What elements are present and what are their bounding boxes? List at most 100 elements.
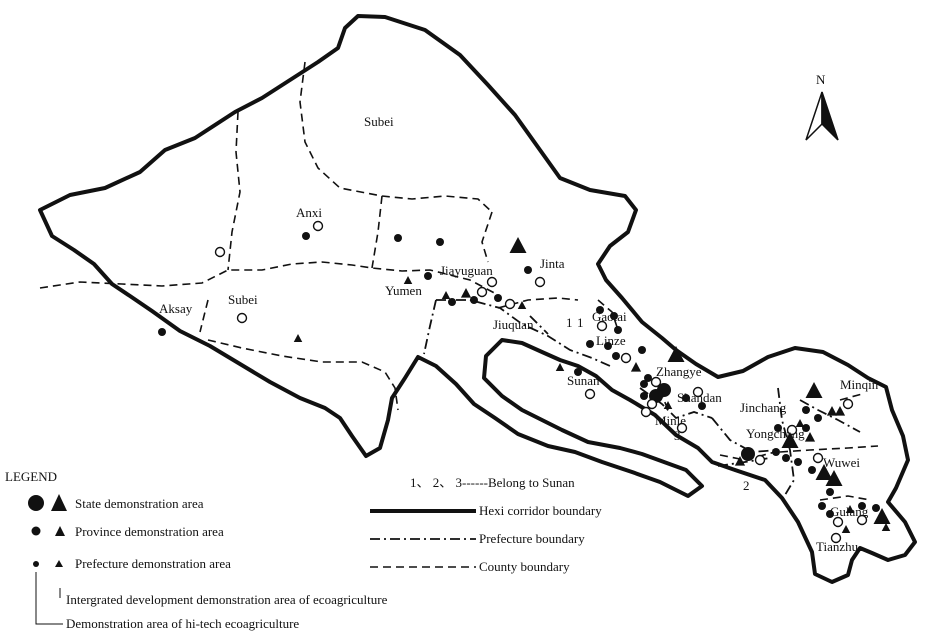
state-triangle-marker: [667, 346, 685, 362]
state-circle-marker: [741, 447, 755, 461]
label-aksay: Aksay: [159, 301, 193, 316]
province-circle-marker: [436, 238, 444, 246]
state-triangle-symbol: [51, 494, 67, 511]
province-circle-marker: [644, 374, 652, 382]
legend-province: Province demonstration area: [75, 524, 224, 539]
province-circle-marker: [858, 502, 866, 510]
region-number: 2: [743, 478, 750, 493]
province-circle-marker: [586, 340, 594, 348]
label-linze: Linze: [596, 333, 626, 348]
open-circle-marker: [754, 454, 766, 466]
prefecture-circle-symbol: [33, 561, 39, 567]
sunan-region-numbers: 1 1 2 3: [566, 315, 750, 493]
open-circle-marker: [676, 422, 688, 434]
province-circle-marker: [424, 272, 432, 280]
province-circle-marker: [638, 346, 646, 354]
province-circle-marker: [808, 466, 816, 474]
province-circle-marker: [640, 392, 648, 400]
region-number: 1: [577, 315, 584, 330]
province-triangle-marker: [804, 432, 816, 442]
province-circle-marker: [794, 458, 802, 466]
open-circle-marker: [786, 424, 798, 436]
demonstration-markers: [158, 220, 891, 544]
province-circle-marker: [524, 266, 532, 274]
province-circle-marker: [772, 448, 780, 456]
prefecture-triangle-marker: [845, 505, 855, 513]
province-circle-marker: [782, 454, 790, 462]
province-triangle-marker: [630, 362, 642, 372]
province-circle-marker: [682, 394, 690, 402]
legend-integrated: Intergrated development demonstration ar…: [66, 592, 388, 607]
open-circle-marker: [620, 352, 632, 364]
prefecture-triangle-marker: [555, 363, 565, 371]
province-triangle-marker: [834, 406, 846, 416]
north-arrow: N: [805, 72, 839, 141]
open-circle-marker: [312, 220, 324, 232]
open-circle-marker: [640, 406, 652, 418]
state-circle-symbol: [28, 495, 44, 511]
label-jiuquan: Jiuquan: [493, 317, 534, 332]
open-circle-marker: [486, 276, 498, 288]
legend-title: LEGEND: [5, 469, 57, 484]
province-circle-marker: [394, 234, 402, 242]
province-circle-marker: [698, 402, 706, 410]
province-circle-marker: [302, 232, 310, 240]
prefecture-triangle-marker: [441, 291, 451, 299]
label-sunan: Sunan: [567, 373, 600, 388]
label-wuwei: Wuwei: [823, 455, 860, 470]
province-circle-marker: [802, 424, 810, 432]
open-circle-marker: [236, 312, 248, 324]
legend-sunan-note: 1、 2、 3------Belong to Sunan: [410, 475, 575, 490]
hexi-corridor-boundary: [38, 14, 917, 584]
label-jinchang: Jinchang: [740, 400, 787, 415]
open-circle-marker: [214, 246, 226, 258]
open-circle-marker: [646, 398, 658, 410]
state-triangle-marker: [781, 432, 799, 448]
province-circle-marker: [470, 296, 478, 304]
province-circle-marker: [818, 502, 826, 510]
county-boundaries: [39, 61, 879, 501]
open-circle-marker: [856, 514, 868, 526]
label-tianzhu: Tianzhu: [816, 539, 859, 554]
province-triangle-symbol: [55, 526, 65, 536]
region-number: 1: [566, 315, 573, 330]
legend-prefecture-boundary: Prefecture boundary: [479, 531, 585, 546]
province-triangle-marker: [460, 288, 472, 298]
label-minqin: Minqin: [840, 377, 879, 392]
province-circle-marker: [612, 352, 620, 360]
legend-bracket: [35, 572, 63, 625]
province-circle-marker: [826, 510, 834, 518]
label-yumen: Yumen: [385, 283, 422, 298]
open-circle-marker: [534, 276, 546, 288]
open-circle-marker: [832, 516, 844, 528]
prefecture-triangle-marker: [663, 401, 673, 409]
label-zhangye: Zhangye: [656, 364, 702, 379]
open-circle-marker: [692, 386, 704, 398]
state-triangle-marker: [805, 382, 823, 398]
prefecture-triangle-marker: [403, 276, 413, 284]
prefecture-triangle-marker: [517, 301, 527, 309]
region-number: 3: [674, 428, 681, 443]
province-circle-marker: [596, 306, 604, 314]
legend-prefecture: Prefecture demonstration area: [75, 556, 231, 571]
state-triangle-marker: [825, 470, 843, 486]
legend: LEGEND State demonstration area Province…: [5, 469, 602, 631]
open-circle-marker: [504, 298, 516, 310]
province-circle-marker: [574, 368, 582, 376]
legend-hexi: Hexi corridor boundary: [479, 503, 602, 518]
open-circle-marker: [812, 452, 824, 464]
open-circle-marker: [650, 376, 662, 388]
province-circle-marker: [158, 328, 166, 336]
open-circle-marker: [596, 320, 608, 332]
open-circle-marker: [584, 388, 596, 400]
province-circle-marker: [872, 504, 880, 512]
label-subei-south: Subei: [228, 292, 258, 307]
province-circle-marker: [774, 424, 782, 432]
province-circle-symbol: [31, 526, 41, 536]
label-anxi: Anxi: [296, 205, 322, 220]
province-circle-marker: [494, 294, 502, 302]
open-circle-marker: [830, 532, 842, 544]
province-triangle-marker: [734, 456, 746, 466]
province-circle-marker: [610, 312, 618, 320]
